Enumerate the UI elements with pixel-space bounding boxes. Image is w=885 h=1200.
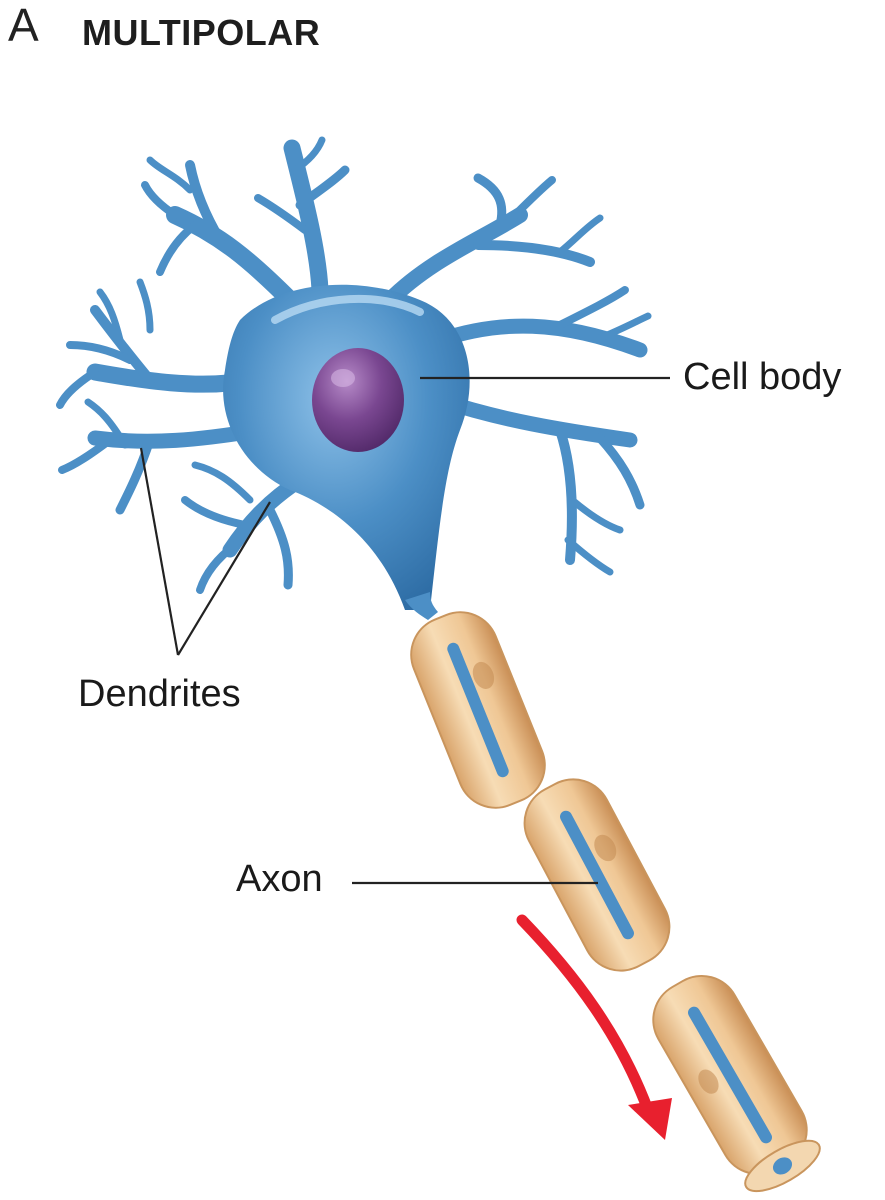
panel-letter: A xyxy=(8,0,39,51)
axon-label: Axon xyxy=(236,858,323,900)
axon xyxy=(410,611,821,1193)
signal-arrow xyxy=(516,914,654,1116)
panel-title: MULTIPOLAR xyxy=(82,12,321,53)
arrowhead-icon xyxy=(628,1098,672,1140)
leader-lines xyxy=(139,376,670,885)
dendrite-leader-2 xyxy=(177,501,271,656)
dendrites xyxy=(56,136,652,594)
dendrites-label: Dendrites xyxy=(78,673,241,715)
nucleus xyxy=(312,348,404,452)
cell-body-label: Cell body xyxy=(683,356,842,398)
dendrite-leader-1 xyxy=(139,447,180,656)
